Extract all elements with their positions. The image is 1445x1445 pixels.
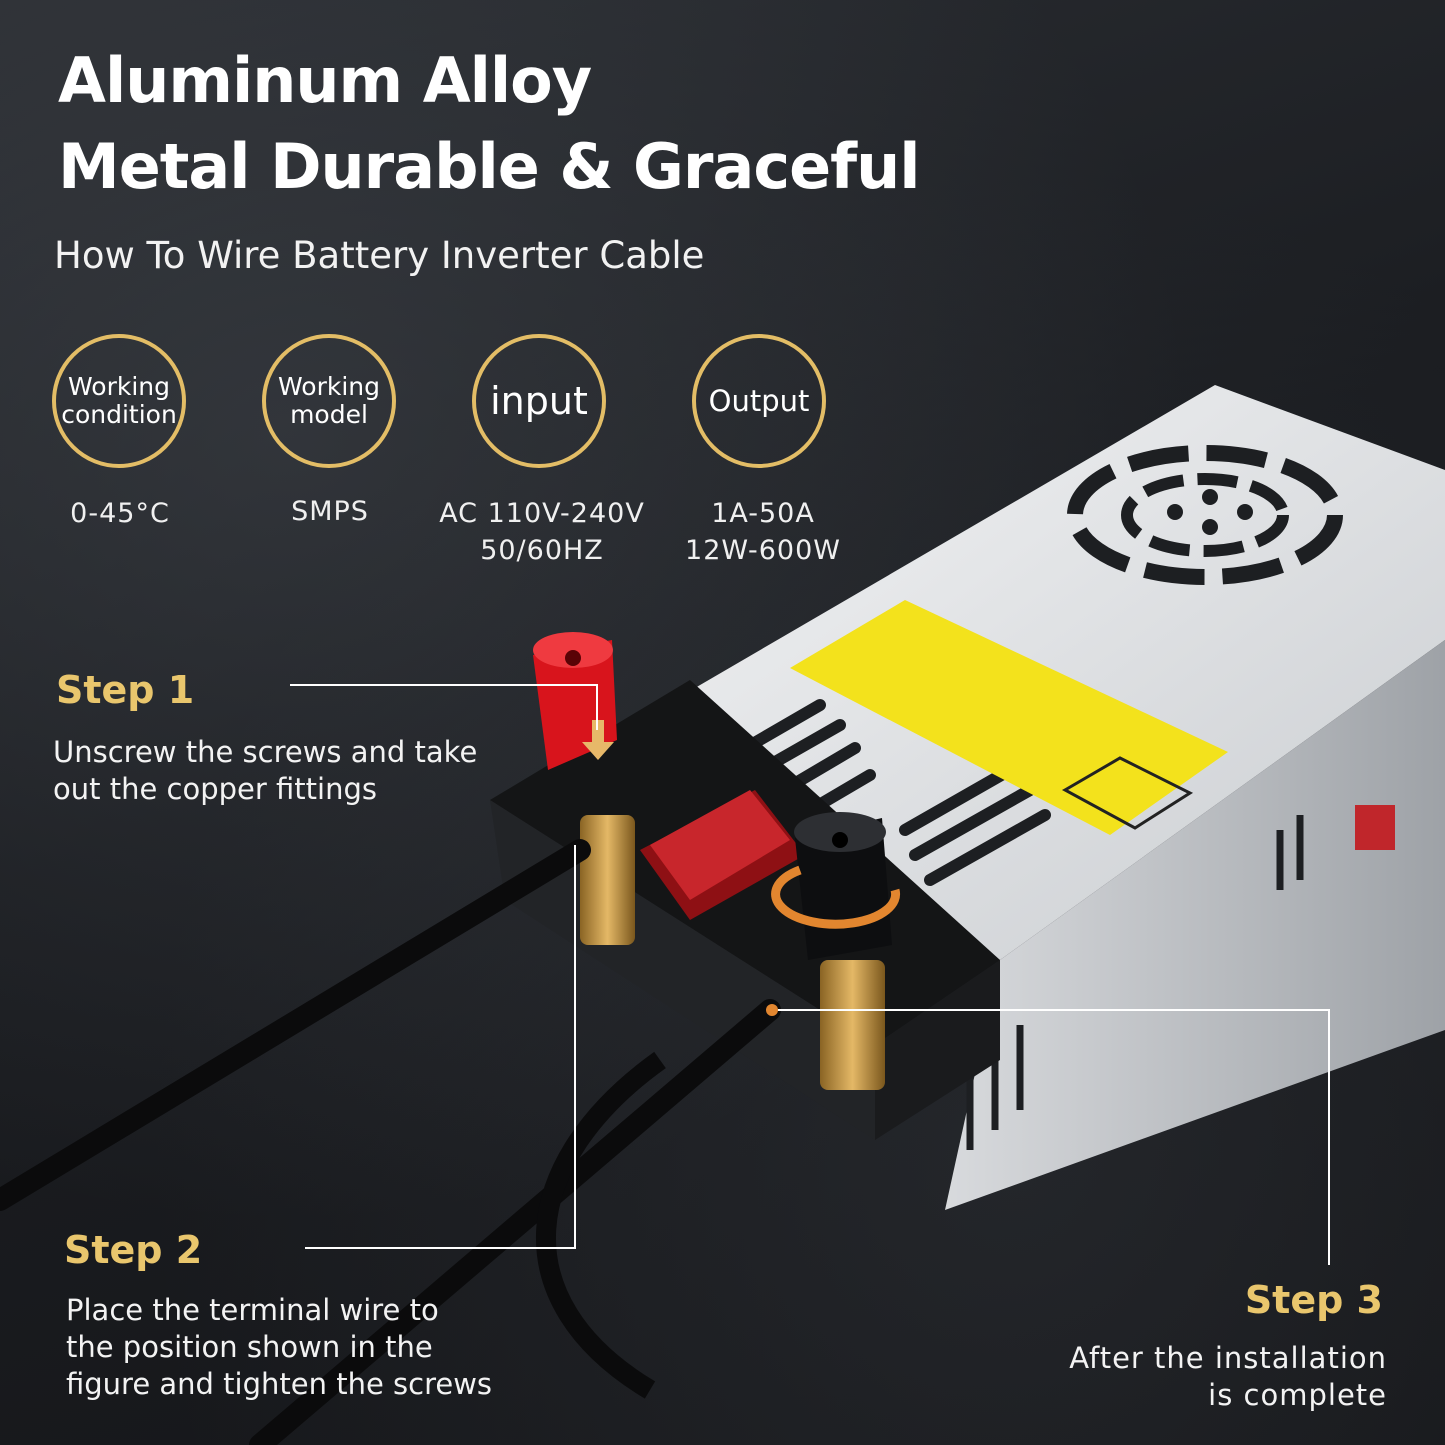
badge-input: input (472, 334, 606, 468)
spec-value-output: 1A-50A 12W-600W (648, 495, 878, 569)
step-3-marker-dot (766, 1004, 778, 1016)
step-3-title: Step 3 (1244, 1278, 1383, 1322)
title-line-2: Metal Durable & Graceful (58, 124, 930, 210)
badge-label-line: Output (708, 384, 810, 418)
badge-label-line: Working (278, 372, 380, 401)
step-2-title: Step 2 (64, 1228, 203, 1272)
step-text-line: After the installation (1069, 1341, 1387, 1375)
step-3-text: After the installation is complete (1069, 1340, 1387, 1414)
badge-label-line: model (290, 400, 368, 429)
spec-value-input: AC 110V-240V 50/60HZ (427, 495, 657, 569)
step-2-text: Place the terminal wire to the position … (66, 1292, 492, 1403)
title-highlight: Durable & Graceful (262, 124, 930, 210)
badge-label-line: condition (61, 400, 177, 429)
spec-value-line: 12W-600W (685, 535, 841, 566)
housing-side (945, 640, 1445, 1210)
step-2-leader-line-rise (574, 845, 576, 1249)
fan-grill (1067, 445, 1343, 585)
page-title: Aluminum Alloy Metal Durable & Graceful (58, 38, 930, 210)
step-text-line: is complete (1208, 1378, 1387, 1412)
black-cable (249, 999, 781, 1445)
title-word-metal: Metal (58, 130, 250, 203)
step-text-line: the position shown in the (66, 1330, 433, 1364)
spec-value-line: 50/60HZ (480, 535, 604, 566)
step-text-line: Unscrew the screws and take (53, 735, 478, 769)
badge-label-line: input (490, 379, 588, 423)
title-line-1: Aluminum Alloy (58, 44, 592, 117)
step-3-leader-line (772, 1009, 1330, 1011)
red-cable (0, 839, 591, 1211)
spec-value-working-condition: 0-45°C (5, 495, 235, 532)
badge-label-line: Working (68, 372, 170, 401)
warning-sticker (790, 600, 1228, 835)
spec-value-line: 0-45°C (70, 498, 170, 529)
spec-value-line: AC 110V-240V (439, 498, 645, 529)
spec-value-line: SMPS (291, 496, 369, 527)
step-2-leader-line (305, 1247, 575, 1249)
step-1-text: Unscrew the screws and take out the copp… (53, 734, 477, 808)
step-text-line: figure and tighten the screws (66, 1367, 493, 1401)
spec-value-line: 1A-50A (711, 498, 815, 529)
step-text-line: out the copper fittings (53, 772, 377, 806)
step-1-title: Step 1 (56, 668, 195, 712)
step-1-leader-line-drop (596, 684, 598, 730)
title-highlight-text: Durable & Graceful (270, 130, 920, 203)
step-3-leader-line-drop (1328, 1009, 1330, 1265)
spec-value-working-model: SMPS (215, 493, 445, 530)
step-text-line: Place the terminal wire to (66, 1293, 439, 1327)
subtitle: How To Wire Battery Inverter Cable (54, 234, 705, 277)
badge-output: Output (692, 334, 826, 468)
step-1-leader-line (290, 684, 596, 686)
